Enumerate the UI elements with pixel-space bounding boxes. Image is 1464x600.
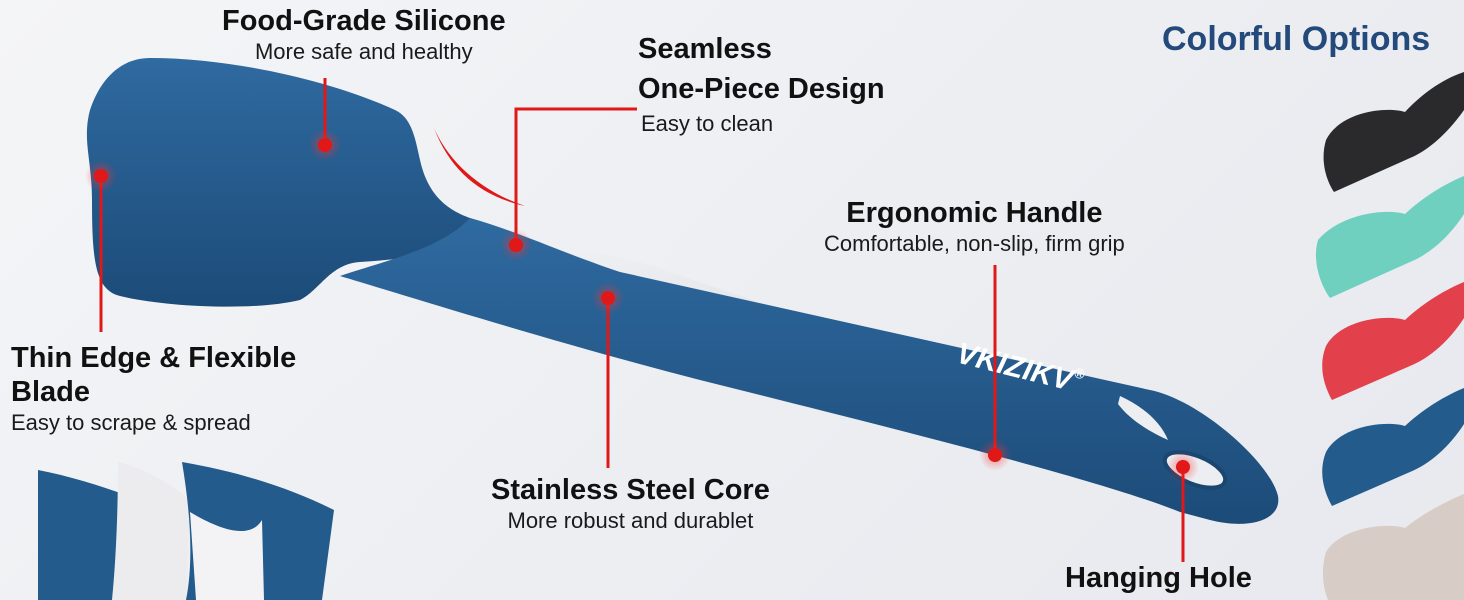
food-grade-title: Food-Grade Silicone [222,5,506,37]
steel-core-label: Stainless Steel Core More robust and dur… [491,473,770,536]
ergonomic-subtitle: Comfortable, non-slip, firm grip [824,231,1125,257]
seamless-label: Seamless One-Piece Design Easy to clean [638,32,885,139]
swatch-beige [1322,494,1464,600]
thin-edge-subtitle: Easy to scrape & spread [11,410,251,436]
colorful-options-title: Colorful Options [1162,20,1431,58]
thin-edge-title-line1: Thin Edge & Flexible [11,342,297,374]
hanging-hole-title: Hanging Hole [1065,562,1252,594]
thin-edge-title-line2: Blade [11,376,90,409]
color-swatches [1315,72,1464,600]
seamless-title-line2: One-Piece Design [638,73,885,106]
accent-swoosh [434,128,525,206]
steel-core-subtitle: More robust and durablet [507,508,754,534]
swatch-black [1323,72,1464,192]
ergonomic-label: Ergonomic Handle Comfortable, non-slip, … [824,196,1125,259]
spatula-handle [340,218,1279,524]
food-grade-subtitle: More safe and healthy [254,39,473,65]
swatch-mint [1315,176,1464,298]
handle-notch [1118,396,1168,440]
spatula-head [86,58,501,307]
thin-edge-label: Thin Edge & Flexible Blade Easy to scrap… [11,341,296,438]
ergonomic-title: Ergonomic Handle [846,197,1103,229]
swatch-blue [1322,388,1464,506]
food-grade-label: Food-Grade Silicone More safe and health… [222,4,506,67]
steel-core-title: Stainless Steel Core [491,474,770,506]
swatch-red [1322,282,1464,400]
hanging-hole-label: Hanging Hole [1065,561,1252,595]
callout-dots [85,129,1199,483]
blade-layers-detail [38,462,334,600]
seamless-title-line1: Seamless [638,33,772,65]
seamless-subtitle: Easy to clean [641,111,774,137]
